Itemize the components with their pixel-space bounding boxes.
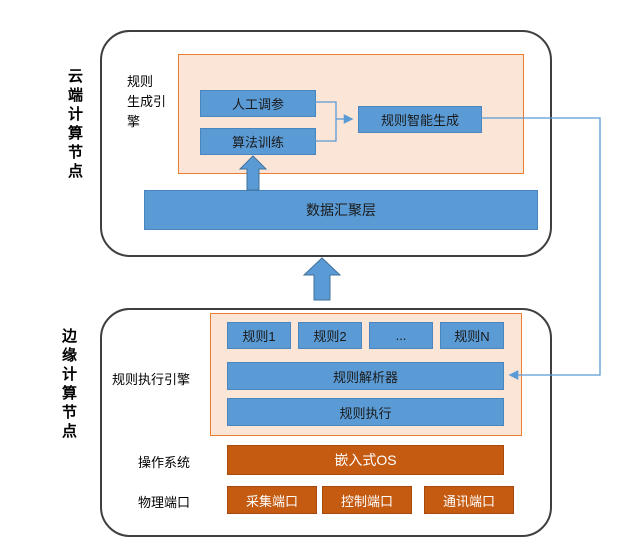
edge-node-vertical-label: 边缘计算节点 [60,328,77,442]
manual-tuning-box: 人工调参 [200,90,316,117]
os-label: 操作系统 [138,455,191,470]
ports-label: 物理端口 [138,495,191,510]
rule-parser-box: 规则解析器 [227,362,504,390]
collection-port-box: 采集端口 [227,486,317,514]
control-port-box: 控制端口 [322,486,412,514]
algorithm-training-box: 算法训练 [200,128,316,155]
rule-1-box: 规则1 [227,322,291,349]
rule-n-box: 规则N [440,322,504,349]
rule-execution-engine-label: 规则执行引擎 [112,372,191,387]
embedded-os-box: 嵌入式OS [227,445,504,475]
rule-execution-box: 规则执行 [227,398,504,426]
rule-generation-engine-label: 规则 生成引 擎 [127,74,167,130]
rule-ellipsis-box: ... [369,322,433,349]
communication-port-box: 通讯端口 [424,486,514,514]
rule-smart-generation-box: 规则智能生成 [358,106,482,133]
rule-2-box: 规则2 [298,322,362,349]
data-aggregation-layer-box: 数据汇聚层 [144,190,538,230]
up-arrow-edge-to-cloud [302,257,342,301]
cloud-node-vertical-label: 云端计算节点 [66,68,83,182]
